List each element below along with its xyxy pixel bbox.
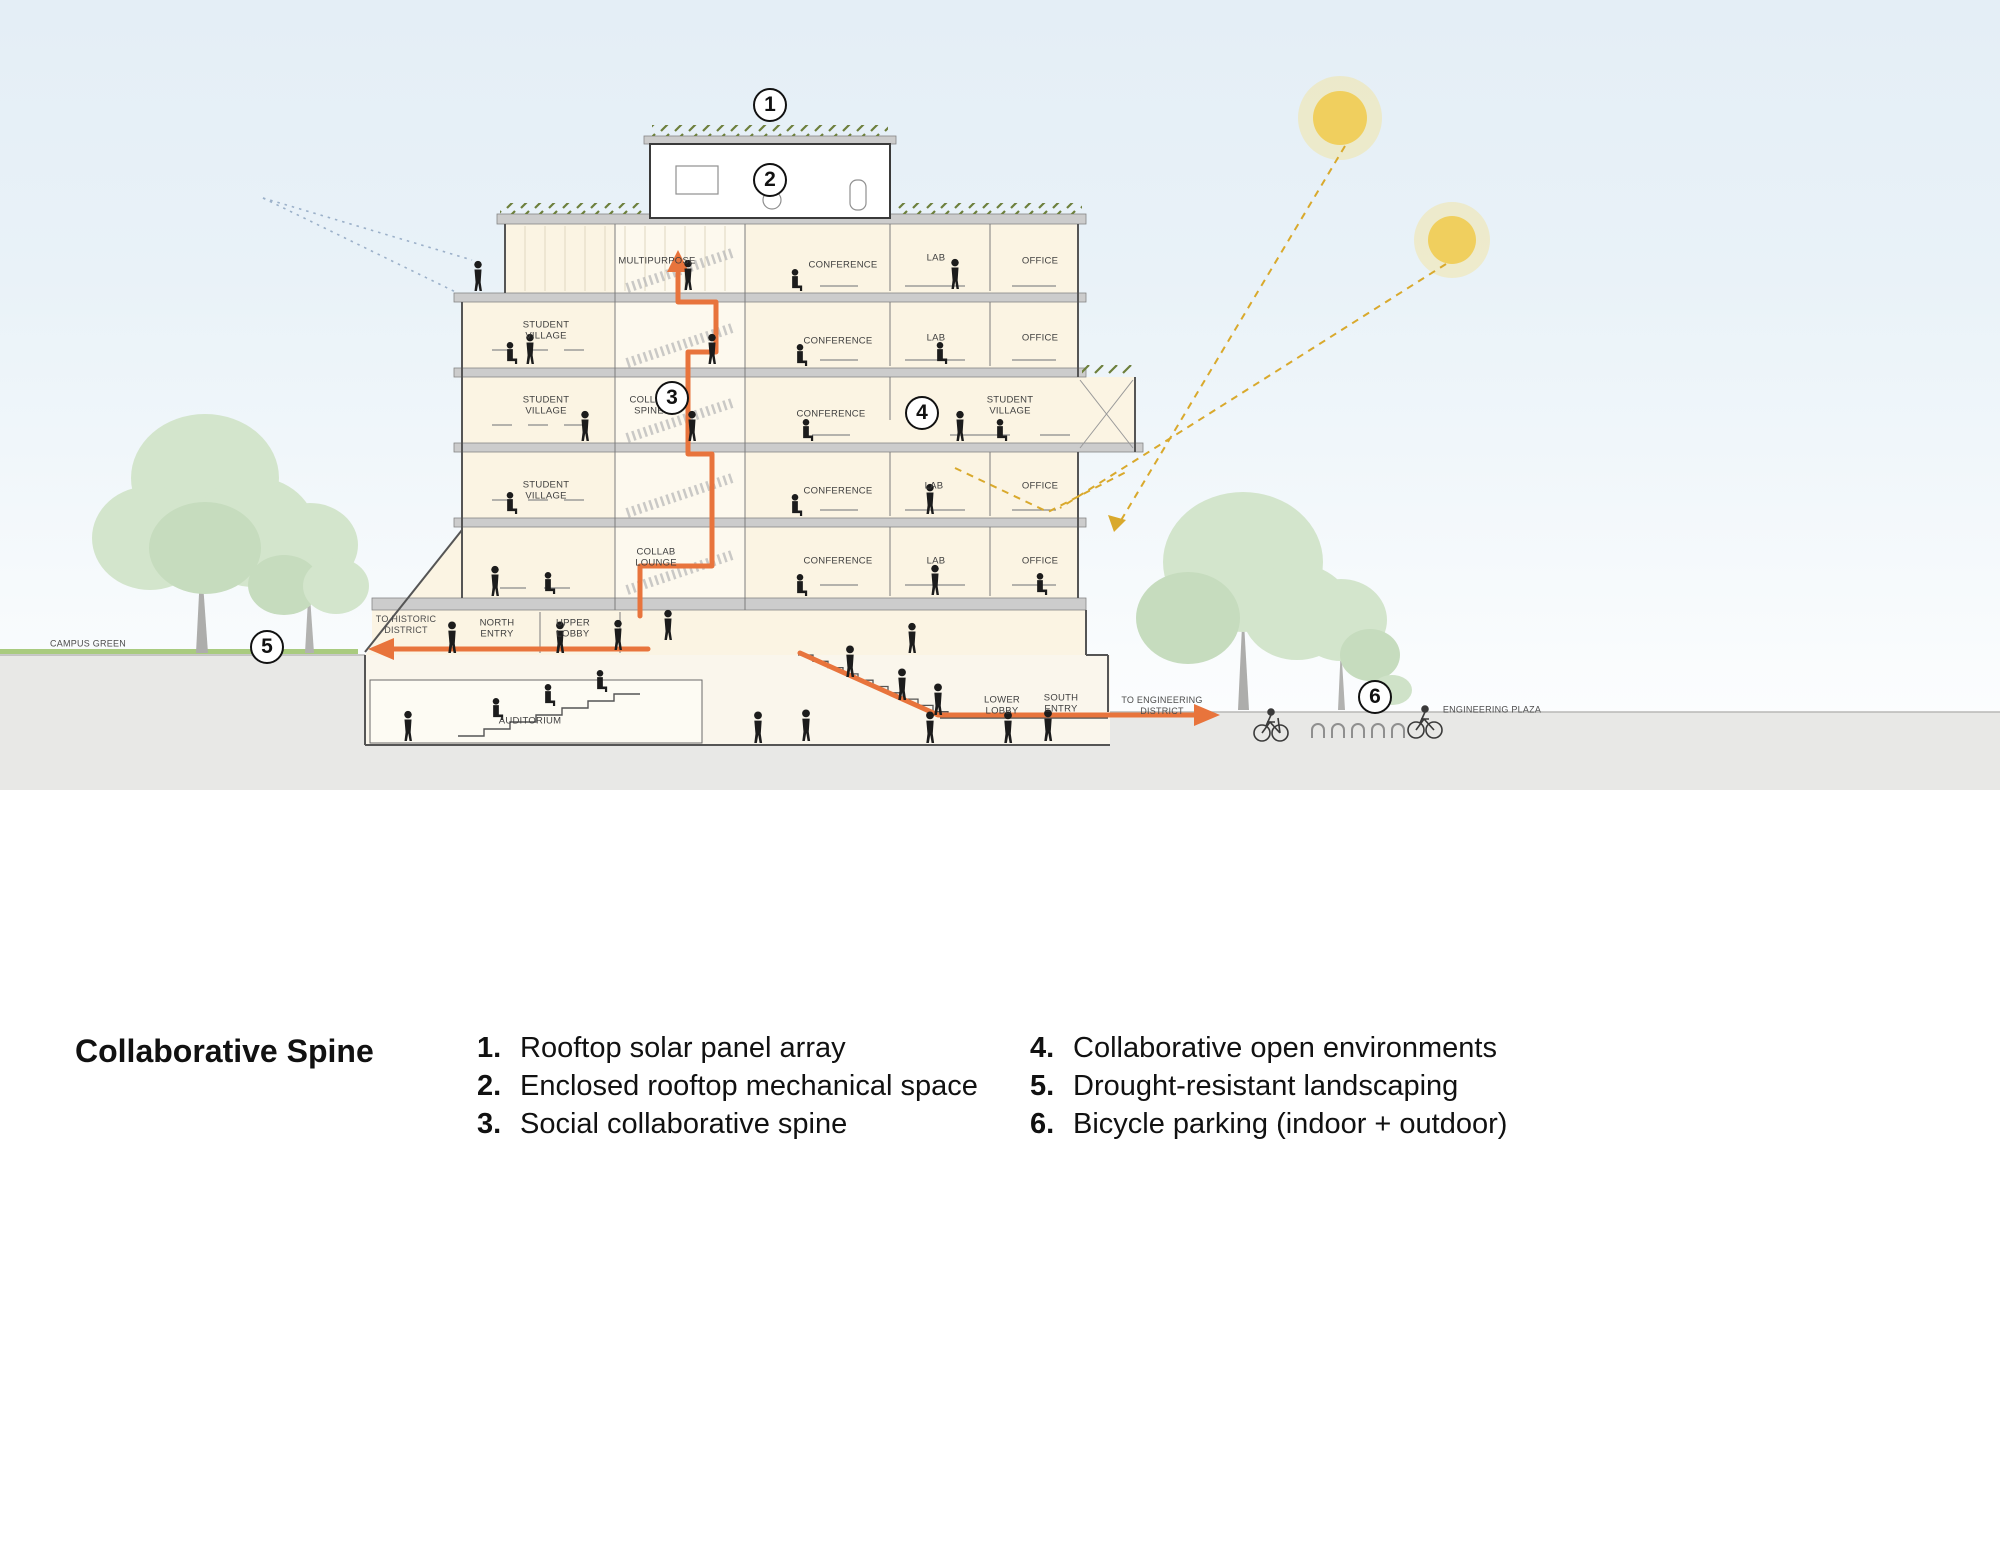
tree-right-small <box>1295 579 1400 710</box>
legend-number: 5. <box>1030 1070 1055 1102</box>
marker-3-collab-spine: 3 <box>655 381 689 415</box>
legend-number: 4. <box>1030 1032 1055 1064</box>
legend-number: 3. <box>477 1108 502 1140</box>
rooftop-mechanical-space <box>649 143 891 219</box>
legend-text: Drought-resistant landscaping <box>1073 1070 1459 1102</box>
room-label-office-f6: OFFICE <box>1021 255 1059 267</box>
sun-rays <box>954 145 1447 523</box>
legend-item-2: 2. Enclosed rooftop mechanical space <box>477 1072 978 1101</box>
site-label-to-historic: TO HISTORIC DISTRICT <box>375 614 437 635</box>
room-label-office-f5: OFFICE <box>1021 332 1059 344</box>
room-label-auditorium: AUDITORIUM <box>498 715 562 727</box>
legend-column-1: 1. Rooftop solar panel array 2. Enclosed… <box>477 1034 978 1139</box>
bike-racks <box>1311 723 1405 738</box>
spine-stairs <box>625 247 737 595</box>
room-label-student-village-f4r: STUDENT VILLAGE <box>986 394 1034 417</box>
room-label-conference-f2: CONFERENCE <box>803 555 873 567</box>
legend-item-5: 5. Drought-resistant landscaping <box>1030 1072 1507 1101</box>
legend-text: Bicycle parking (indoor + outdoor) <box>1073 1108 1508 1140</box>
view-lines <box>262 197 473 301</box>
legend-item-6: 6. Bicycle parking (indoor + outdoor) <box>1030 1110 1507 1139</box>
furniture <box>492 285 1070 589</box>
legend-text: Collaborative open environments <box>1073 1032 1497 1064</box>
legend-item-1: 1. Rooftop solar panel array <box>477 1034 978 1063</box>
room-label-south-entry: SOUTH ENTRY <box>1043 692 1079 715</box>
campus-green-strip <box>0 649 358 654</box>
room-label-multipurpose: MULTIPURPOSE <box>618 255 696 267</box>
arrow-left-icon <box>368 638 394 660</box>
marker-6-bicycle-parking: 6 <box>1358 680 1392 714</box>
building-section <box>364 125 1144 746</box>
room-label-collab-spine: COLLAB SPINE <box>629 394 669 417</box>
wing-braces <box>1079 379 1134 449</box>
room-label-office-f2: OFFICE <box>1021 555 1059 567</box>
legend-text: Enclosed rooftop mechanical space <box>520 1070 978 1102</box>
room-label-student-village-f4: STUDENT VILLAGE <box>522 394 570 417</box>
legend-text: Social collaborative spine <box>520 1108 848 1140</box>
marker-1-rooftop-solar: 1 <box>753 88 787 122</box>
partitions <box>539 224 991 653</box>
sun-ray-arrowhead <box>1108 515 1126 532</box>
solar-panel-array <box>500 125 1134 374</box>
bicycle-left <box>1253 708 1289 742</box>
room-label-office-f3: OFFICE <box>1021 480 1059 492</box>
diagram-title: Collaborative Spine <box>75 1033 374 1069</box>
tree-left-small <box>248 503 369 653</box>
site-label-engineering-plaza: ENGINEERING PLAZA <box>1442 704 1542 715</box>
room-label-lower-lobby: LOWER LOBBY <box>983 694 1021 717</box>
room-label-conference-f3: CONFERENCE <box>803 485 873 497</box>
legend-column-2: 4. Collaborative open environments 5. Dr… <box>1030 1034 1507 1139</box>
room-label-upper-lobby: UPPER LOBBY <box>556 617 590 640</box>
site-label-campus-green: CAMPUS GREEN <box>49 638 127 649</box>
legend-number: 6. <box>1030 1108 1055 1140</box>
room-label-conference-f4: CONFERENCE <box>796 408 866 420</box>
site-label-to-engineering: TO ENGINEERING DISTRICT <box>1121 695 1203 716</box>
legend-number: 2. <box>477 1070 502 1102</box>
room-label-lab-f6: LAB <box>926 252 946 264</box>
sun-icon <box>1298 76 1490 278</box>
room-label-conference-f5: CONFERENCE <box>803 335 873 347</box>
auditorium <box>369 679 703 744</box>
room-label-lab-f2: LAB <box>926 555 946 567</box>
tree-left-large <box>92 414 316 653</box>
room-label-collab-lounge: COLLAB LOUNGE <box>635 546 677 569</box>
room-label-lab-f5: LAB <box>926 332 946 344</box>
room-label-student-village-f3: STUDENT VILLAGE <box>522 479 570 502</box>
arrow-right-icon <box>1194 704 1220 726</box>
marker-4-open-environments: 4 <box>905 396 939 430</box>
legend-text: Rooftop solar panel array <box>520 1032 846 1064</box>
room-label-student-village-f5: STUDENT VILLAGE <box>522 319 570 342</box>
legend-item-3: 3. Social collaborative spine <box>477 1110 978 1139</box>
arrow-up-icon <box>667 250 689 272</box>
legend-number: 1. <box>477 1032 502 1064</box>
legend-item-4: 4. Collaborative open environments <box>1030 1034 1507 1063</box>
marker-2-mechanical-space: 2 <box>753 163 787 197</box>
room-label-conference-f6: CONFERENCE <box>808 259 878 271</box>
room-label-lab-f3: LAB <box>924 480 944 492</box>
section-diagram <box>0 76 2000 790</box>
folding-partition <box>524 226 726 291</box>
exterior-walls <box>364 224 1136 746</box>
marker-5-landscaping: 5 <box>250 630 284 664</box>
bicycle-right <box>1407 705 1443 739</box>
room-label-north-entry: NORTH ENTRY <box>479 617 515 640</box>
